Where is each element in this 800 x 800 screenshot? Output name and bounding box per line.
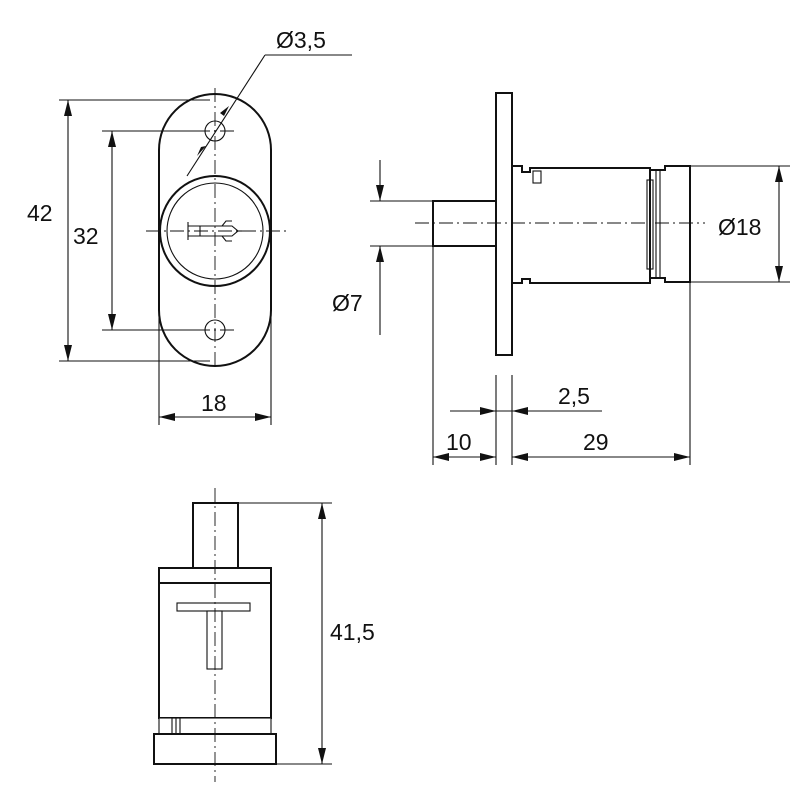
hole-diameter-label: Ø3,5 (276, 27, 326, 53)
flange-plate (495, 92, 513, 356)
plunger-pin-top (192, 502, 239, 569)
lock-body (511, 165, 651, 284)
pin-length-label: 10 (446, 429, 472, 455)
plate-thickness-label: 2,5 (558, 383, 590, 409)
plunger-pin (432, 200, 497, 247)
body-notch (532, 170, 542, 184)
body-diameter-label: Ø18 (718, 214, 761, 240)
side-view: Ø7 Ø18 2,5 10 29 (332, 92, 790, 465)
body-length-label: 29 (583, 429, 609, 455)
bottom-view: 41,5 (153, 488, 375, 782)
pin-diameter-label: Ø7 (332, 290, 363, 316)
t-slot-bar (176, 602, 251, 612)
face-plate-outline (158, 93, 272, 367)
total-height-label: 41,5 (330, 619, 375, 645)
t-slot-stem (206, 610, 223, 670)
front-view: Ø3,5 42 32 18 (27, 27, 352, 425)
hole-spacing-label: 32 (73, 223, 99, 249)
plate-height-label: 42 (27, 200, 53, 226)
cylinder-inner-ring (166, 182, 264, 280)
plate-width-label: 18 (201, 390, 227, 416)
hole-leader-line (186, 54, 266, 177)
